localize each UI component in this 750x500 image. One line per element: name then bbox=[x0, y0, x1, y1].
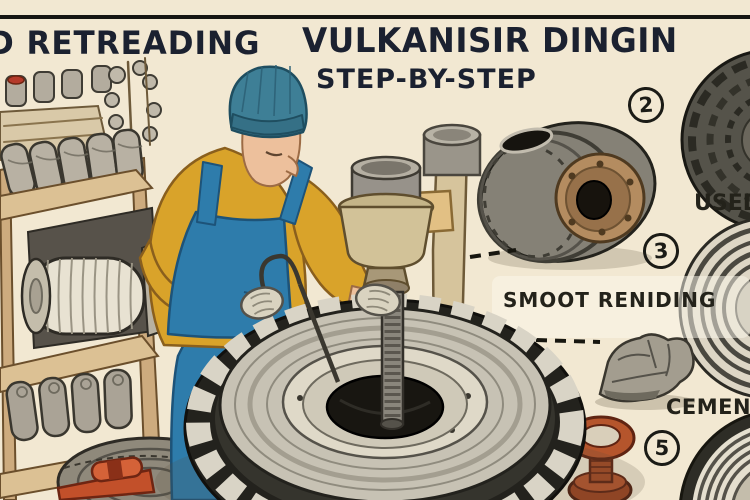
funnel-assembly bbox=[337, 155, 435, 430]
poster-subtitle: STEP-BY-STEP bbox=[316, 64, 537, 95]
funnel-cup bbox=[338, 205, 434, 270]
tool-probe bbox=[297, 283, 341, 383]
gloves-and-tool bbox=[240, 253, 402, 383]
work-glove-left bbox=[240, 286, 284, 320]
top-rule-line bbox=[0, 15, 750, 19]
tool-handle bbox=[259, 253, 303, 297]
beanie-band bbox=[230, 113, 305, 136]
header-left-title: D RETREADING bbox=[0, 24, 261, 62]
tread-blocks bbox=[186, 293, 584, 500]
dashed-connectors bbox=[469, 248, 601, 344]
step-number: 3 bbox=[652, 238, 670, 264]
worker-eye bbox=[265, 151, 283, 157]
crumpled-rubber-sheet bbox=[595, 333, 695, 410]
label-cement: CEMENT bbox=[666, 395, 750, 419]
label-smoothing: SMOOT RENIDING bbox=[503, 288, 717, 312]
label-used: USED bbox=[694, 191, 750, 216]
step-tire-top-right bbox=[680, 51, 750, 229]
tread-rolls-lower bbox=[5, 368, 133, 442]
ringed-tire-bottom-right bbox=[679, 413, 750, 500]
tread-rolls-top bbox=[0, 128, 144, 198]
shelf-board bbox=[0, 168, 154, 222]
overalls-strap bbox=[279, 159, 313, 225]
step-number: 2 bbox=[637, 92, 655, 118]
red-pipe-tool bbox=[56, 456, 156, 500]
used-tire-with-hub bbox=[476, 121, 657, 270]
shelf-board bbox=[0, 334, 160, 394]
overalls-strap bbox=[196, 161, 223, 226]
worker-nose bbox=[285, 155, 299, 177]
tire-bore bbox=[499, 127, 554, 154]
step-number: 5 bbox=[654, 435, 670, 461]
red-cap-can bbox=[7, 75, 25, 85]
label-highlight-panel bbox=[492, 276, 750, 338]
poster-title: VULKANISIR DINGIN bbox=[302, 21, 678, 61]
